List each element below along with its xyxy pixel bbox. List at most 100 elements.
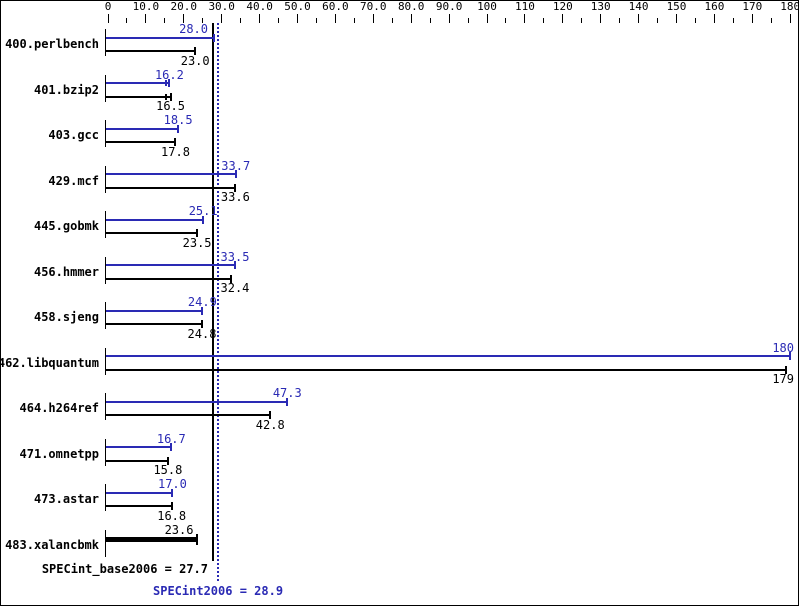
run-mark	[164, 80, 167, 86]
base-value-label: 33.6	[220, 190, 250, 204]
result-bar	[106, 173, 236, 175]
peak-value-label: 24.9	[187, 295, 217, 309]
axis-tick	[713, 14, 715, 23]
axis-tick	[524, 14, 526, 23]
axis-minor-tick	[505, 18, 507, 23]
axis-tick	[600, 14, 602, 23]
axis-minor-tick	[581, 18, 583, 23]
axis-minor-tick	[429, 18, 431, 23]
benchmark-label: 429.mcf	[48, 173, 99, 188]
result-bar	[106, 491, 173, 494]
result-bar	[106, 186, 236, 189]
result-bar-endcap	[789, 352, 792, 360]
result-bar-endcap	[234, 183, 237, 192]
axis-minor-tick	[391, 18, 393, 23]
result-bar-endcap	[196, 229, 199, 237]
row-axis-bracket	[105, 74, 106, 102]
axis-tick-label: 10.0	[132, 0, 160, 13]
axis-tick-label: 150	[666, 0, 687, 13]
run-mark	[165, 93, 168, 100]
peak-value-label: 180	[772, 340, 795, 355]
peak-value-label: 33.7	[221, 158, 251, 173]
axis-minor-tick	[202, 18, 204, 23]
base-value-label: 32.4	[220, 281, 250, 295]
axis-minor-tick	[694, 18, 696, 23]
benchmark-label: 473.astar	[33, 492, 99, 506]
result-bar	[106, 141, 176, 143]
benchmark-label: 456.hmmer	[33, 264, 99, 279]
base-value-label: 15.8	[153, 463, 183, 477]
peak-value-label: 25.1	[188, 204, 218, 218]
axis-tick	[448, 14, 450, 23]
axis-tick-label: 80.0	[397, 0, 425, 13]
result-bar-endcap	[269, 411, 272, 419]
result-bar-endcap	[170, 502, 173, 510]
axis-tick	[297, 14, 298, 23]
result-bar	[106, 400, 288, 403]
benchmark-label: 483.xalancbmk	[5, 537, 99, 552]
axis-tick	[259, 14, 261, 23]
result-bar-endcap	[196, 533, 199, 545]
result-bar-endcap	[170, 443, 173, 451]
axis-tick-label: 30.0	[208, 0, 235, 13]
row-axis-bracket	[105, 529, 106, 557]
benchmark-label: 462.libquantum	[0, 355, 99, 370]
result-bar-endcap	[194, 47, 197, 55]
specint-base2006-line	[211, 23, 214, 561]
base-value-label: 24.8	[187, 326, 217, 341]
result-bar-endcap	[166, 456, 169, 465]
result-bar-endcap	[785, 365, 788, 374]
row-axis-bracket	[105, 302, 106, 329]
result-bar-endcap	[201, 306, 204, 315]
result-bar	[106, 414, 271, 416]
row-axis-bracket	[105, 393, 106, 420]
benchmark-label: 401.bzip2	[33, 82, 99, 97]
axis-minor-tick	[278, 18, 280, 23]
result-bar	[106, 264, 235, 266]
axis-tick	[107, 14, 109, 23]
result-bar	[106, 323, 202, 325]
result-bar	[106, 355, 791, 357]
axis-minor-tick	[732, 18, 734, 23]
axis-tick-label: 110	[514, 0, 535, 13]
result-bar	[106, 459, 168, 462]
benchmark-label: 400.perlbench	[5, 37, 99, 51]
result-bar-endcap	[169, 92, 172, 101]
axis-minor-tick	[353, 18, 355, 23]
row-axis-bracket	[105, 256, 106, 284]
row-axis-bracket	[105, 438, 106, 466]
result-bar-endcap	[213, 33, 216, 42]
specint2006-line	[216, 23, 219, 583]
specint-base2006-summary: SPECint_base2006 = 27.7	[41, 562, 208, 576]
result-bar	[106, 36, 215, 39]
axis-tick-label: 100	[477, 0, 497, 13]
axis-tick	[486, 14, 488, 23]
peak-value-label: 33.5	[220, 249, 250, 264]
base-value-label: 16.5	[156, 99, 185, 113]
peak-value-label: 16.7	[156, 431, 186, 446]
axis-tick	[789, 14, 791, 23]
axis-tick-label: 140	[628, 0, 649, 13]
result-bar-endcap	[177, 124, 180, 133]
axis-tick-label: 160	[704, 0, 725, 13]
axis-tick-label: 40.0	[246, 0, 273, 13]
axis-tick	[221, 14, 223, 23]
result-bar	[106, 50, 196, 52]
axis-minor-tick	[240, 18, 242, 23]
axis-tick	[562, 14, 564, 23]
result-bar	[106, 277, 231, 280]
result-bar	[106, 309, 203, 312]
base-value-label: 42.8	[255, 417, 285, 432]
result-bar	[106, 536, 198, 542]
peak-value-label: 47.3	[272, 386, 302, 400]
axis-tick-label: 50.0	[284, 0, 311, 13]
result-bar-endcap	[200, 320, 203, 328]
axis-tick-label: 180	[780, 0, 799, 13]
peak-value-label: 16.2	[154, 67, 184, 82]
row-axis-bracket	[105, 120, 106, 147]
axis-minor-tick	[315, 18, 317, 23]
row-axis-bracket	[105, 211, 106, 238]
result-bar	[106, 127, 179, 130]
base-value-label: 179	[772, 372, 795, 386]
